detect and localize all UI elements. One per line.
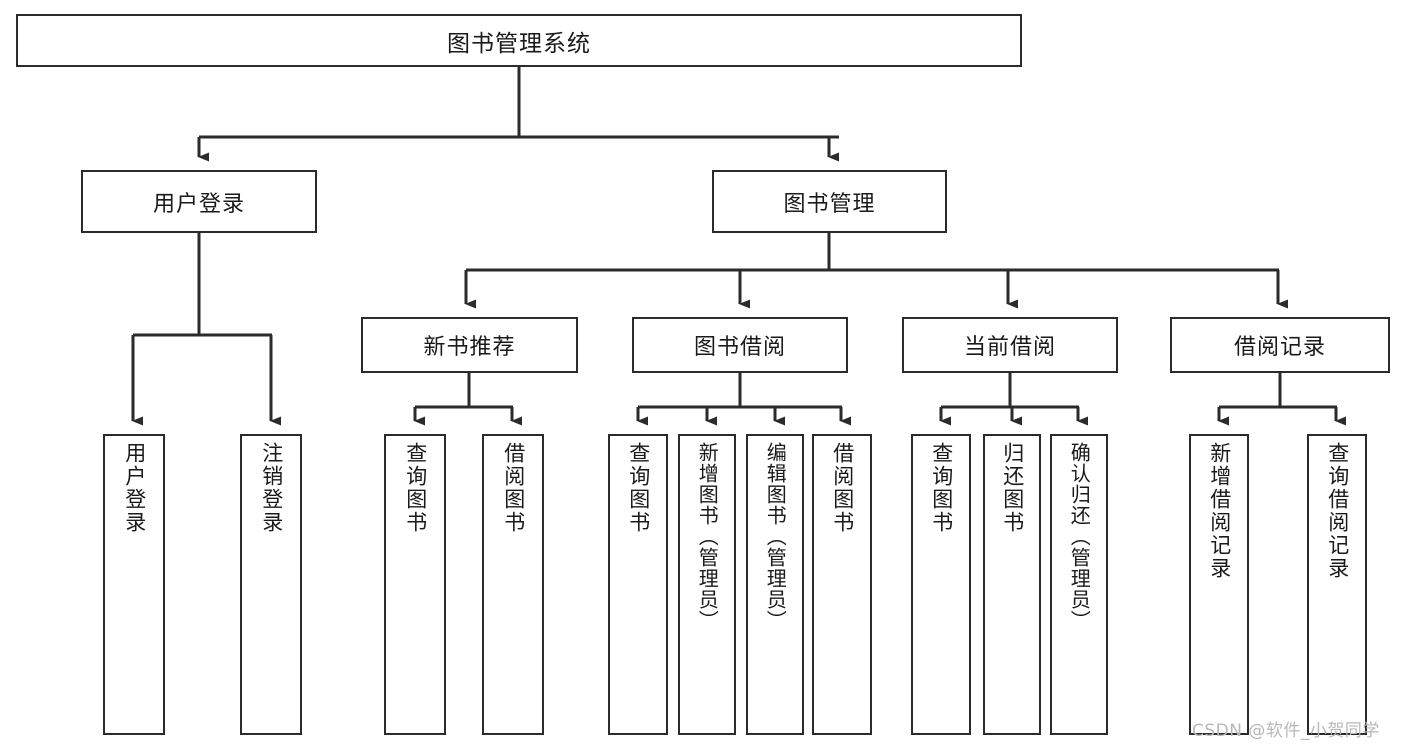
- node-book-borrow[interactable]: 图书借阅: [632, 317, 848, 373]
- leaf-query-book-current[interactable]: 查询图书: [911, 434, 971, 735]
- leaf-query-book-recommend[interactable]: 查询图书: [384, 434, 446, 735]
- leaf-query-book-borrow[interactable]: 查询图书: [608, 434, 668, 735]
- leaf-borrow-book-recommend[interactable]: 借阅图书: [482, 434, 544, 735]
- leaf-edit-book-admin[interactable]: 编辑图书（管理员）: [746, 434, 804, 735]
- node-borrow-record[interactable]: 借阅记录: [1170, 317, 1390, 373]
- node-new-book-recommend[interactable]: 新书推荐: [361, 317, 578, 373]
- node-user-login[interactable]: 用户登录: [81, 170, 317, 233]
- node-label: 借阅图书: [501, 442, 526, 534]
- node-label: 确认归还（管理员）: [1067, 442, 1092, 631]
- node-label: 借阅图书: [830, 442, 855, 534]
- leaf-query-borrow-record[interactable]: 查询借阅记录: [1307, 434, 1367, 735]
- leaf-return-book[interactable]: 归还图书: [983, 434, 1041, 735]
- leaf-logout[interactable]: 注销登录: [240, 434, 302, 735]
- node-label: 新书推荐: [423, 335, 516, 360]
- leaf-add-book-admin[interactable]: 新增图书（管理员）: [678, 434, 736, 735]
- node-label: 查询图书: [626, 442, 651, 534]
- node-root[interactable]: 图书管理系统: [16, 14, 1022, 67]
- node-label: 借阅记录: [1233, 335, 1326, 360]
- node-label: 图书管理系统: [447, 30, 591, 57]
- node-label: 图书管理: [783, 191, 876, 217]
- node-label: 用户登录: [152, 191, 245, 217]
- node-label: 归还图书: [1000, 442, 1025, 534]
- leaf-add-borrow-record[interactable]: 新增借阅记录: [1189, 434, 1249, 735]
- watermark: CSDN @软件_小贺同学: [1192, 721, 1380, 741]
- node-label: 查询借阅记录: [1325, 442, 1350, 580]
- node-current-borrow[interactable]: 当前借阅: [902, 317, 1118, 373]
- leaf-user-login[interactable]: 用户登录: [103, 434, 165, 735]
- node-label: 新增图书（管理员）: [695, 442, 720, 631]
- node-label: 新增借阅记录: [1207, 442, 1232, 580]
- node-label: 用户登录: [122, 442, 147, 534]
- node-label: 当前借阅: [963, 335, 1056, 360]
- node-book-management[interactable]: 图书管理: [712, 170, 947, 233]
- node-label: 查询图书: [403, 442, 428, 534]
- node-label: 注销登录: [259, 442, 284, 534]
- node-label: 查询图书: [929, 442, 954, 534]
- leaf-borrow-book[interactable]: 借阅图书: [812, 434, 872, 735]
- node-label: 图书借阅: [693, 335, 786, 360]
- leaf-confirm-return-admin[interactable]: 确认归还（管理员）: [1050, 434, 1108, 735]
- node-label: 编辑图书（管理员）: [763, 442, 788, 631]
